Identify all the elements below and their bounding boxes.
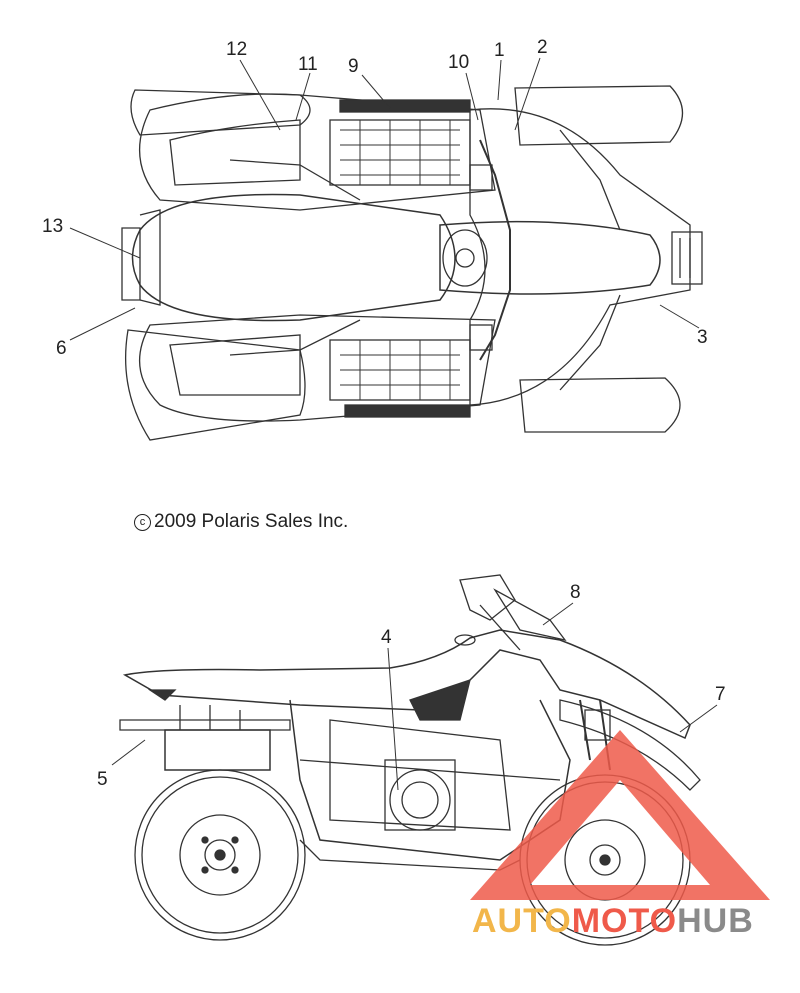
leader-9 [361,74,391,109]
leader-12 [239,59,281,131]
watermark-part-moto: MOTO [571,902,678,940]
callout-6: 6 [56,338,67,359]
copyright-icon: c [134,514,151,531]
callout-4: 4 [381,627,392,648]
watermark-part-hub: HUB [677,902,754,940]
leader-3 [659,304,700,329]
leader-1 [497,59,502,101]
leader-6 [69,307,136,341]
atv-top-view [121,85,703,441]
callout-2: 2 [537,37,548,58]
callout-leaders [69,57,718,791]
leader-2 [514,57,541,131]
watermark-part-auto: AUTO [472,902,572,940]
callout-12: 12 [226,39,247,60]
leader-13 [69,227,141,259]
callout-9: 9 [348,56,359,77]
callout-8: 8 [570,582,581,603]
leader-4 [387,647,399,791]
leader-5 [111,739,146,766]
leader-7 [679,704,718,733]
callout-7: 7 [715,684,726,705]
callout-3: 3 [697,327,708,348]
callout-1: 1 [494,40,505,61]
callout-5: 5 [97,769,108,790]
callout-10: 10 [448,52,469,73]
watermark-text: AUTOMOTOHUB [472,902,754,941]
callout-13: 13 [42,216,63,237]
callout-11: 11 [298,54,318,75]
leader-8 [542,602,574,626]
callout-numbers: 1 2 3 4 5 6 7 8 9 10 11 12 13 [42,37,726,790]
leader-10 [465,72,479,121]
watermark-logo [470,730,770,900]
leader-11 [295,72,311,121]
copyright-text: 2009 Polaris Sales Inc. [154,511,349,532]
watermark-triangle-icon [470,730,770,900]
